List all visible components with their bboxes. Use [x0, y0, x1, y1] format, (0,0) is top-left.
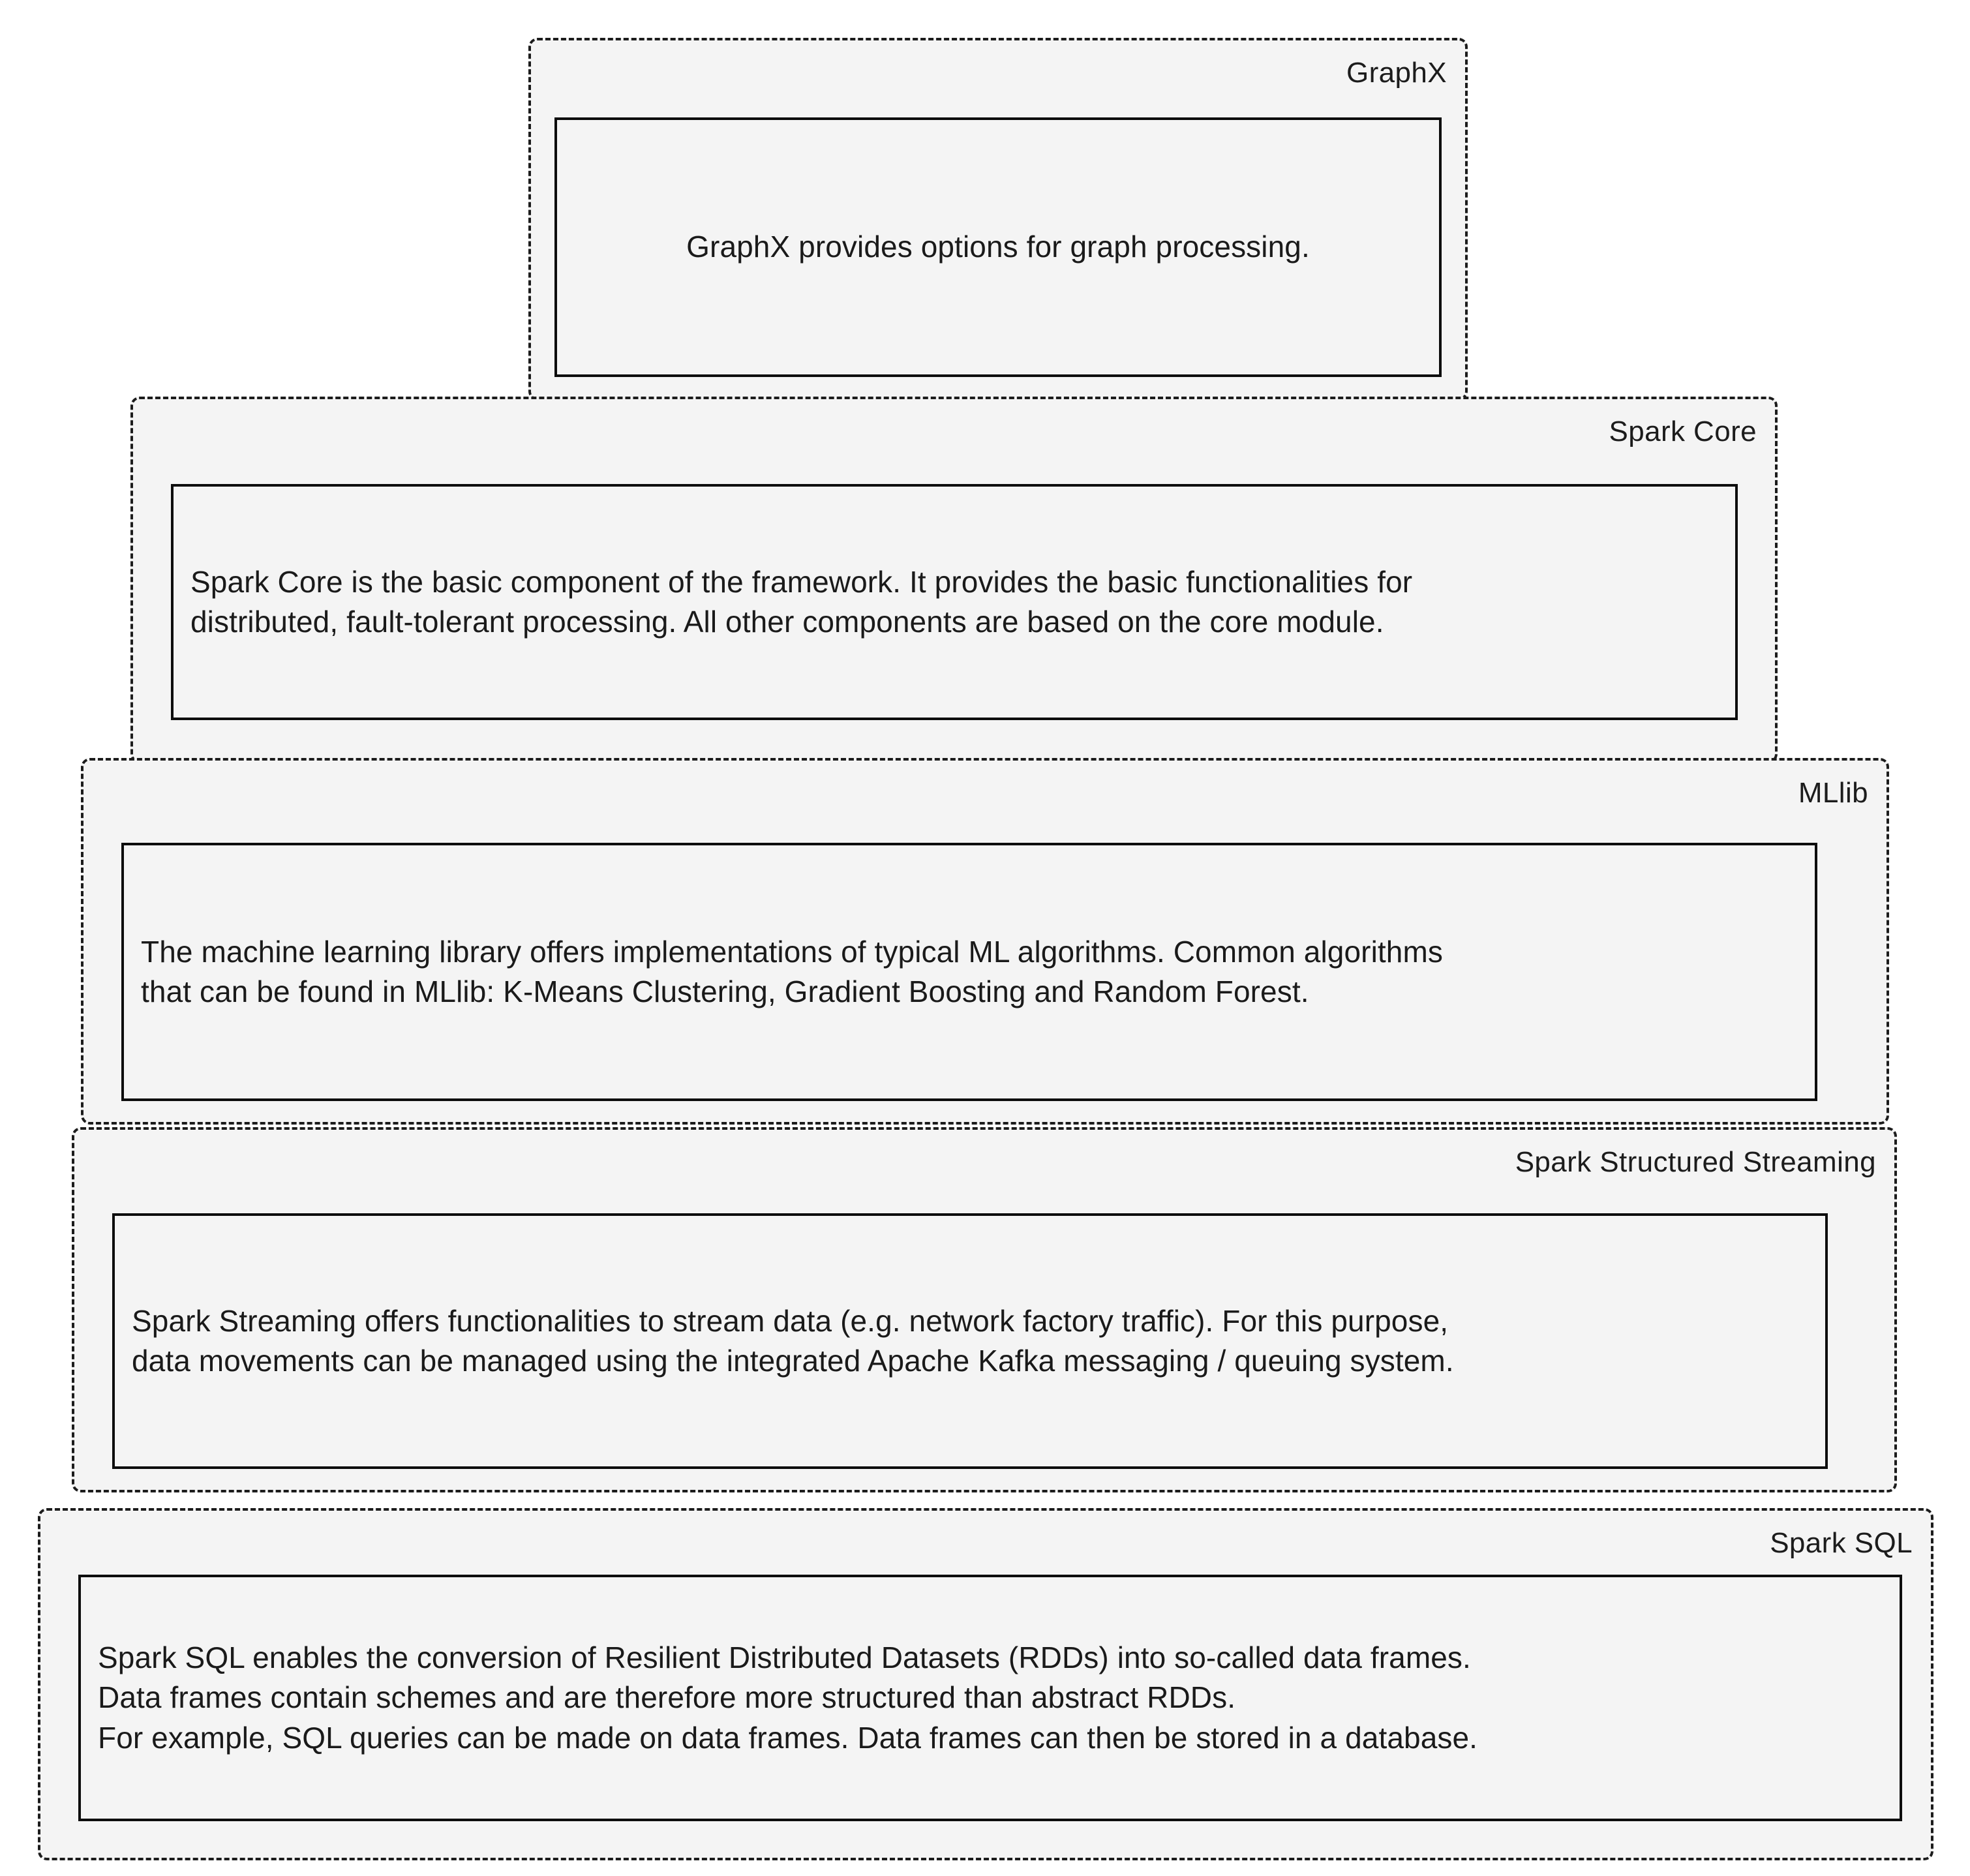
note-text-mllib: The machine learning library offers impl… — [141, 934, 1443, 1008]
note-spark-core[interactable]: Spark Core is the basic component of the… — [171, 484, 1738, 720]
note-text-spark-sql: Spark SQL enables the conversion of Resi… — [98, 1641, 1478, 1755]
package-label-spark-structured-streaming: Spark Structured Streaming — [1515, 1146, 1876, 1178]
package-label-spark-sql: Spark SQL — [1770, 1527, 1913, 1559]
note-mllib[interactable]: The machine learning library offers impl… — [121, 843, 1817, 1101]
note-text-graphx: GraphX provides options for graph proces… — [686, 230, 1310, 264]
package-label-graphx: GraphX — [1346, 57, 1447, 89]
note-text-spark-structured-streaming: Spark Streaming offers functionalities t… — [132, 1303, 1454, 1378]
note-spark-sql[interactable]: Spark SQL enables the conversion of Resi… — [78, 1575, 1902, 1821]
note-text-spark-core: Spark Core is the basic component of the… — [190, 564, 1413, 639]
package-label-spark-core: Spark Core — [1609, 416, 1757, 447]
note-graphx[interactable]: GraphX provides options for graph proces… — [554, 117, 1442, 377]
package-label-mllib: MLlib — [1798, 777, 1868, 809]
note-spark-structured-streaming[interactable]: Spark Streaming offers functionalities t… — [112, 1213, 1828, 1469]
